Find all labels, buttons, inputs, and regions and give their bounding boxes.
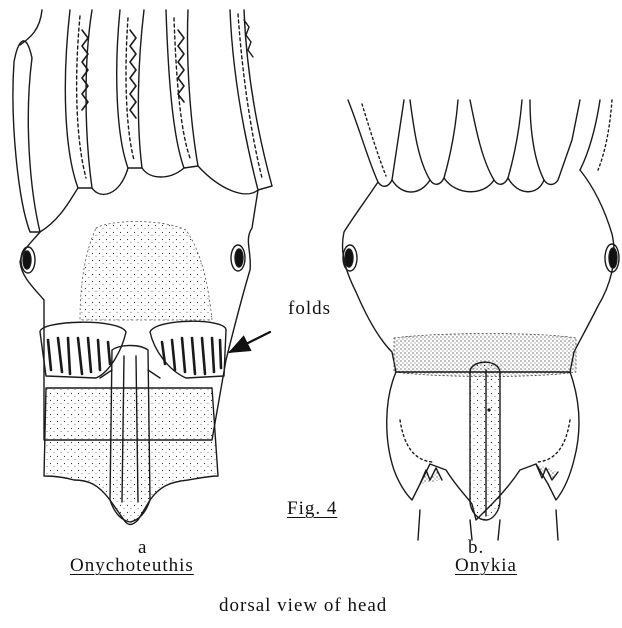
onychoteuthis-arms: [13, 10, 272, 232]
onykia-head-drawing: [343, 100, 620, 540]
onykia-arms: [348, 100, 612, 186]
folds-label: folds: [288, 298, 331, 320]
onychoteuthis-nuchal-folds-left: [40, 322, 126, 378]
onykia-eye-right: [605, 244, 619, 272]
panel-b-genus: Onykia: [455, 555, 517, 577]
onychoteuthis-nuchal-folds-right: [150, 321, 226, 378]
onykia-eye-left: [343, 245, 357, 271]
onychoteuthis-head-drawing: [13, 10, 272, 525]
onykia-funnel: [470, 362, 500, 520]
figure-caption: dorsal view of head: [219, 595, 387, 617]
figure-number: Fig. 4: [287, 498, 337, 520]
panel-a-genus: Onychoteuthis: [70, 555, 194, 577]
folds-pointer-arrow: [230, 332, 270, 352]
onychoteuthis-mantle: [44, 388, 218, 525]
onychoteuthis-eye-right: [231, 245, 245, 271]
onychoteuthis-stippled-region: [80, 222, 212, 321]
onykia-head-outline: [343, 182, 397, 372]
onychoteuthis-eye-left: [21, 247, 35, 273]
